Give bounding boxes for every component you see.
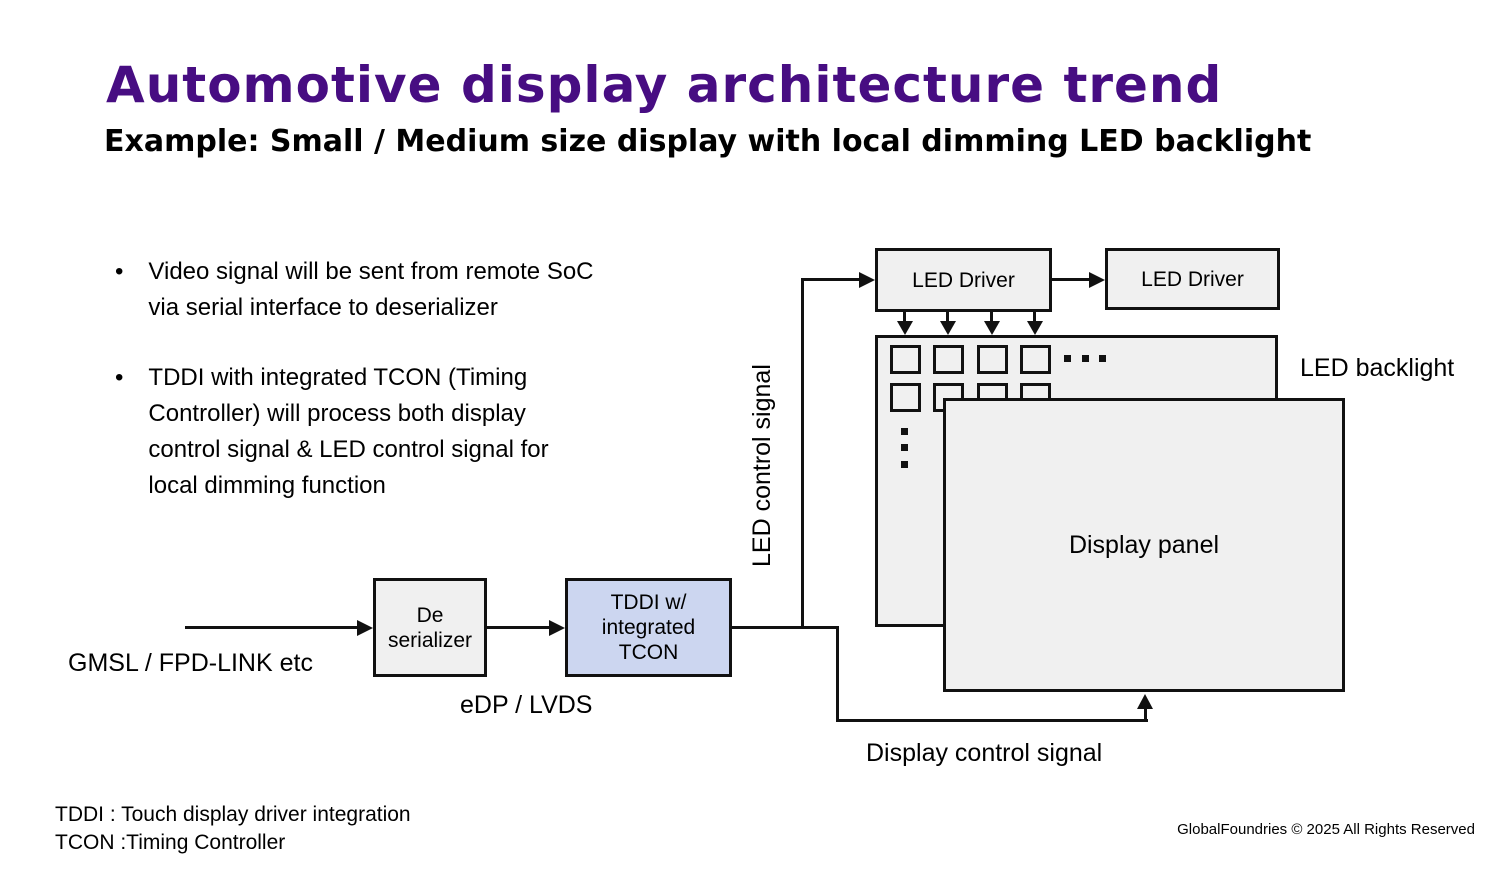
connector-deserializer-to-tddi bbox=[487, 626, 550, 629]
page-subtitle: Example: Small / Medium size display wit… bbox=[104, 124, 1312, 159]
connector-display-control-rise bbox=[1144, 706, 1147, 722]
led-driver-1-label: LED Driver bbox=[912, 268, 1015, 292]
connector-driver1-to-driver2 bbox=[1052, 278, 1090, 281]
connector-gmsl-to-deserializer bbox=[185, 626, 359, 629]
led-zone-square bbox=[933, 345, 964, 374]
v-ellipsis-icon bbox=[901, 461, 908, 468]
led-zone-square bbox=[1020, 345, 1051, 374]
display-panel-box: Display panel bbox=[943, 398, 1345, 692]
bullet-item: • Video signal will be sent from remote … bbox=[115, 254, 755, 326]
connector-driver-to-backlight bbox=[946, 311, 949, 324]
connector-display-control-run bbox=[836, 719, 1148, 722]
gmsl-label: GMSL / FPD-LINK etc bbox=[68, 649, 313, 677]
v-ellipsis-icon bbox=[901, 444, 908, 451]
led-driver-2-box: LED Driver bbox=[1105, 248, 1280, 310]
bullet-list: • Video signal will be sent from remote … bbox=[115, 254, 755, 538]
led-zone-square bbox=[890, 383, 921, 412]
deserializer-label: De serializer bbox=[387, 603, 473, 652]
copyright-notice: GlobalFoundries © 2025 All Rights Reserv… bbox=[1177, 821, 1475, 838]
deserializer-box: De serializer bbox=[373, 578, 487, 677]
bullet-text: TDDI with integrated TCON (Timing Contro… bbox=[148, 364, 549, 499]
arrowhead-icon bbox=[1027, 321, 1043, 335]
h-ellipsis-icon bbox=[1099, 355, 1106, 362]
arrowhead-icon bbox=[940, 321, 956, 335]
abbreviation-notes: TDDI : Touch display driver integration … bbox=[55, 803, 411, 854]
arrowhead-icon bbox=[984, 321, 1000, 335]
arrowhead-icon bbox=[1137, 694, 1153, 709]
h-ellipsis-icon bbox=[1064, 355, 1071, 362]
led-control-signal-label: LED control signal bbox=[748, 364, 776, 567]
display-panel-label: Display panel bbox=[1068, 530, 1220, 559]
led-driver-1-box: LED Driver bbox=[875, 248, 1052, 312]
bullet-text: Video signal will be sent from remote So… bbox=[148, 258, 594, 321]
led-zone-square bbox=[890, 345, 921, 374]
tddi-label: TDDI w/ integrated TCON bbox=[601, 591, 696, 664]
connector-led-control-top bbox=[801, 278, 859, 281]
led-zone-square bbox=[977, 345, 1008, 374]
arrowhead-icon bbox=[357, 620, 373, 636]
edp-lvds-label: eDP / LVDS bbox=[460, 691, 593, 719]
arrowhead-icon bbox=[1089, 272, 1105, 288]
connector-driver-to-backlight bbox=[990, 311, 993, 324]
bullet-item: • TDDI with integrated TCON (Timing Cont… bbox=[115, 360, 755, 504]
bullet-marker: • bbox=[115, 364, 124, 391]
led-backlight-label: LED backlight bbox=[1300, 354, 1455, 382]
connector-driver-to-backlight bbox=[903, 311, 906, 324]
arrowhead-icon bbox=[549, 620, 565, 636]
arrowhead-icon bbox=[859, 272, 875, 288]
connector-driver-to-backlight bbox=[1033, 311, 1036, 324]
connector-display-control-drop bbox=[836, 626, 839, 722]
h-ellipsis-icon bbox=[1082, 355, 1089, 362]
page-title: Automotive display architecture trend bbox=[106, 56, 1223, 114]
connector-tddi-output bbox=[732, 626, 839, 629]
v-ellipsis-icon bbox=[901, 428, 908, 435]
led-driver-2-label: LED Driver bbox=[1141, 267, 1244, 291]
display-control-signal-label: Display control signal bbox=[866, 739, 1103, 767]
bullet-marker: • bbox=[115, 258, 124, 285]
arrowhead-icon bbox=[897, 321, 913, 335]
connector-led-control-riser bbox=[801, 278, 804, 629]
tddi-box: TDDI w/ integrated TCON bbox=[565, 578, 732, 677]
